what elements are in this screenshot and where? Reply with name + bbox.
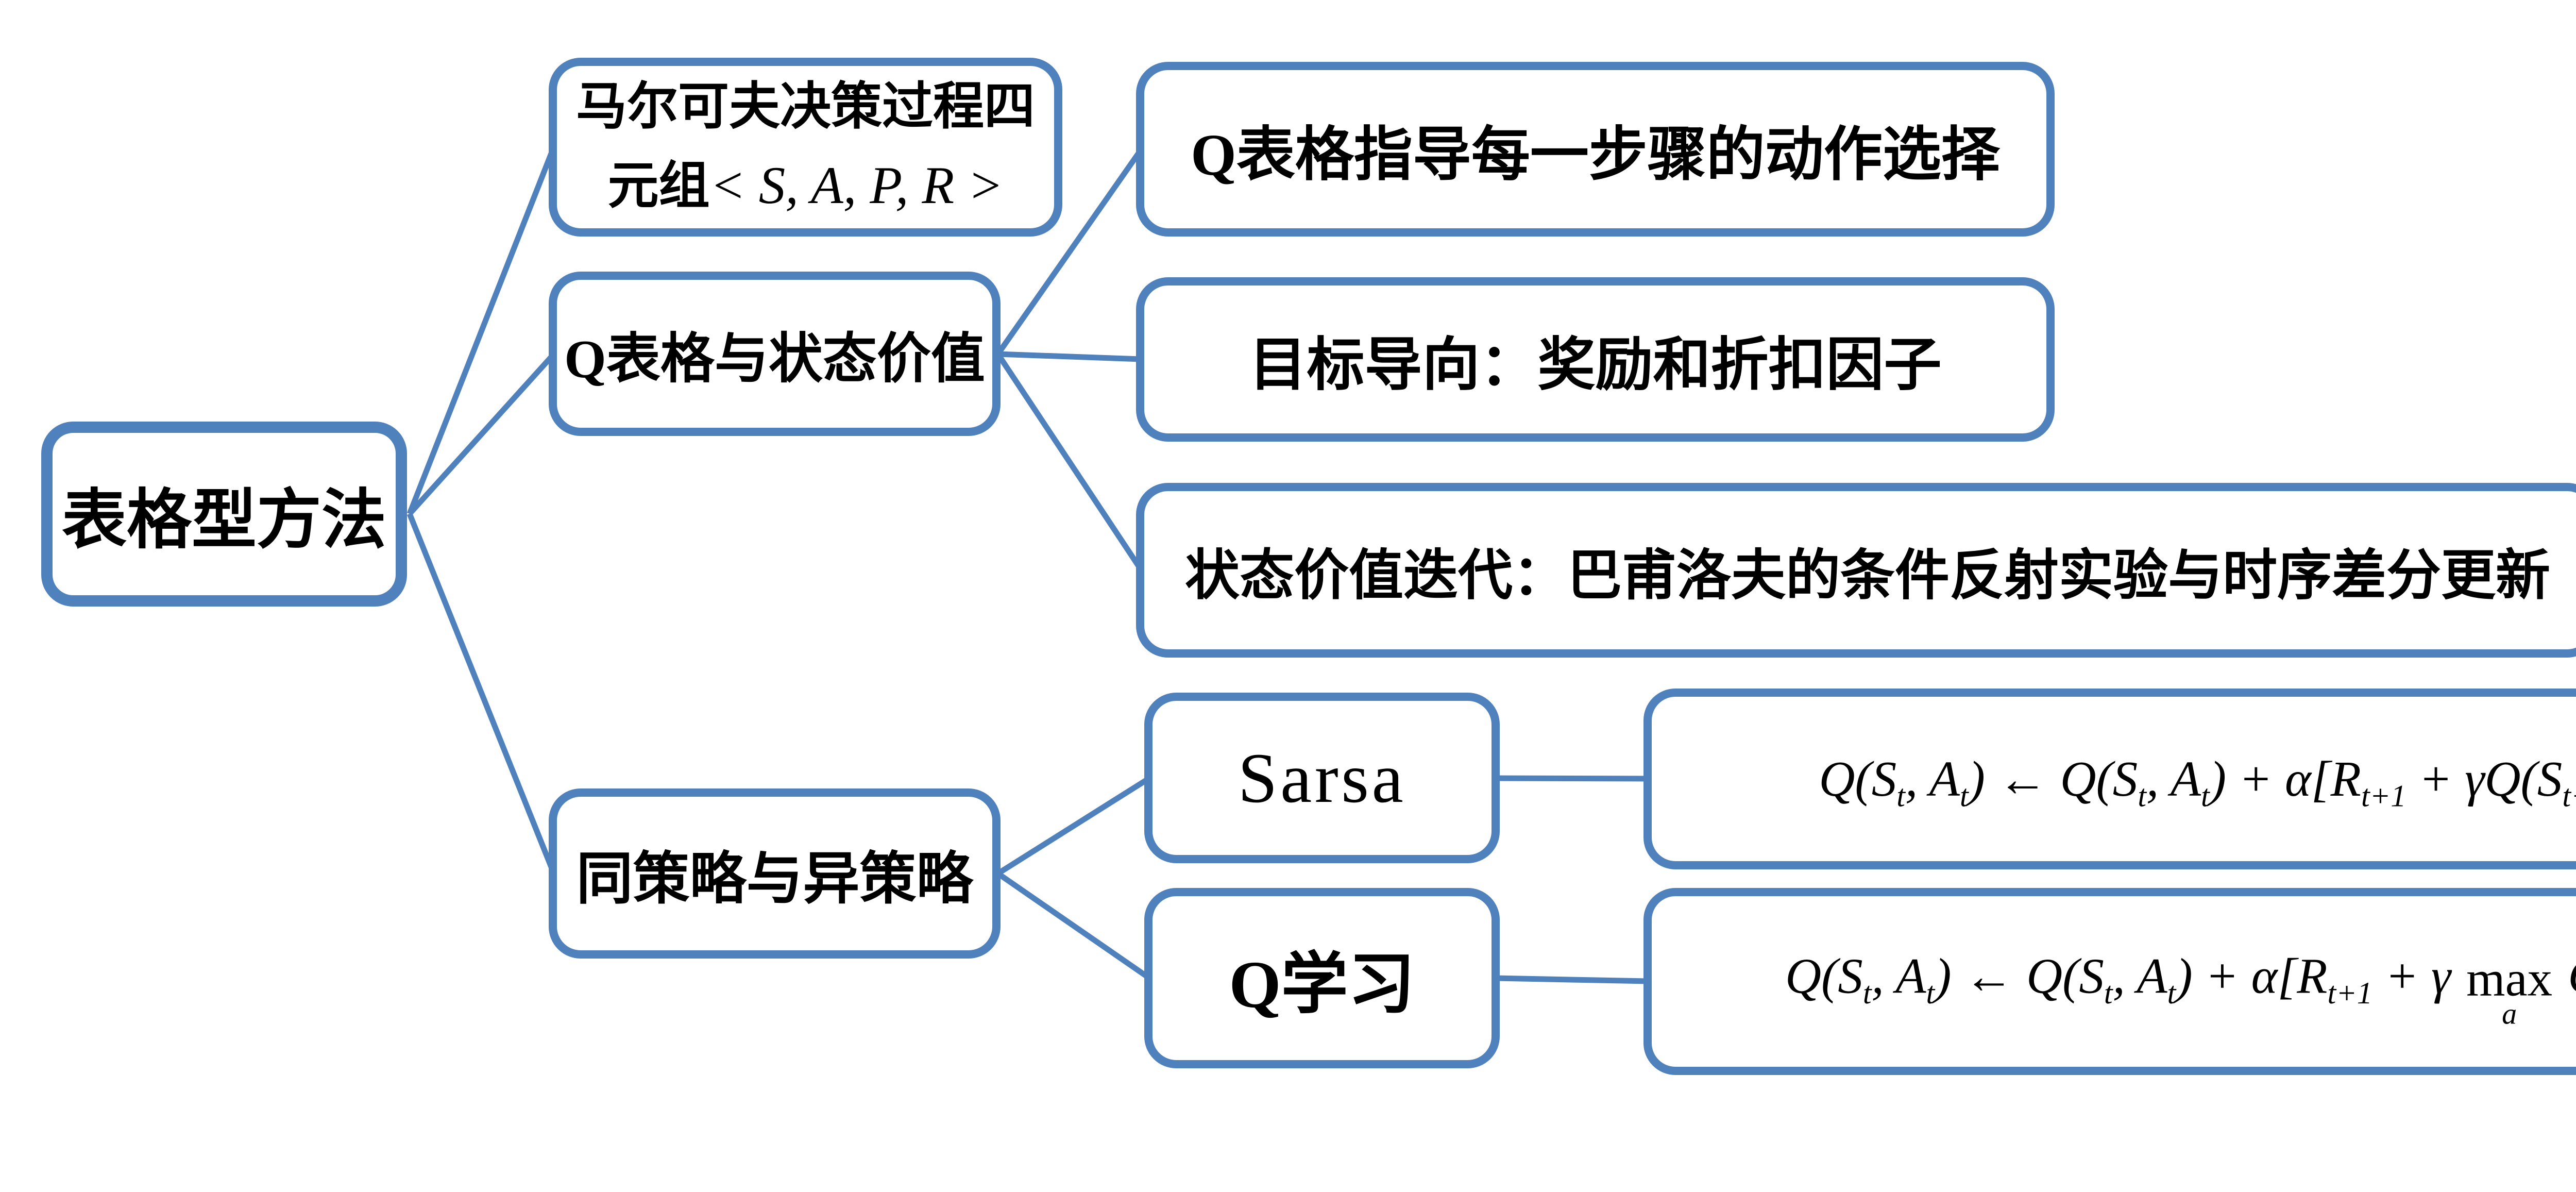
node-label: 状态价值迭代：巴甫洛夫的条件反射实验与时序差分更新 (1185, 545, 2550, 606)
node-label: Q学习 (1229, 948, 1415, 1022)
node-label: 目标导向：奖励和折扣因子 (1249, 333, 1942, 397)
connector-qtable-to-child2 (997, 351, 1142, 362)
node-state-value-iteration-pavlov-td: 状态价值迭代：巴甫洛夫的条件反射实验与时序差分更新 (1136, 483, 2576, 658)
connector-policy-to-qlearning (996, 871, 1151, 981)
node-label-line2-math: < S, A, P, R > (709, 156, 1004, 215)
node-tabular-methods-root: 表格型方法 (41, 422, 407, 607)
node-qtable-guides-action-selection: Q表格指导每一步骤的动作选择 (1136, 62, 2055, 237)
node-on-off-policy: 同策略与异策略 (549, 788, 1001, 959)
node-label: 同策略与异策略 (576, 848, 973, 911)
node-sarsa: Sarsa (1144, 693, 1500, 863)
node-label: Sarsa (1238, 738, 1406, 817)
node-label: 表格型方法 (62, 484, 386, 557)
node-label: Q表格与状态价值 (564, 328, 985, 389)
node-label-line2-prefix: 元组 (607, 158, 710, 214)
node-label: Q表格指导每一步骤的动作选择 (1191, 122, 2000, 188)
connector-qtable-to-child3 (995, 352, 1144, 572)
node-sarsa-update-formula: Q(St, At) ← Q(St, At) + α[Rt+1 + γQ(St+1… (1643, 689, 2576, 869)
node-goal-oriented-reward-discount: 目标导向：奖励和折扣因子 (1136, 277, 2055, 442)
node-qtable-state-value: Q表格与状态价值 (549, 272, 1001, 436)
connector-root-to-qtable (407, 352, 556, 516)
connector-root-to-mdp (406, 145, 557, 515)
sarsa-formula-text: Q(St, At) ← Q(St, At) + α[Rt+1 + γQ(St+1… (1819, 751, 2576, 814)
connector-qlearning-to-formula (1494, 975, 1649, 984)
node-label-line1: 马尔可夫决策过程四 (576, 79, 1035, 136)
connector-root-to-policy (406, 512, 557, 875)
node-label-line2: 元组< S, A, P, R > (608, 146, 1004, 225)
node-mdp-four-tuple: 马尔可夫决策过程四 元组< S, A, P, R > (549, 58, 1062, 237)
connector-sarsa-to-formula (1494, 775, 1649, 782)
node-q-learning: Q学习 (1144, 888, 1500, 1068)
connector-policy-to-sarsa (996, 776, 1151, 876)
connector-qtable-to-child1 (995, 147, 1144, 356)
